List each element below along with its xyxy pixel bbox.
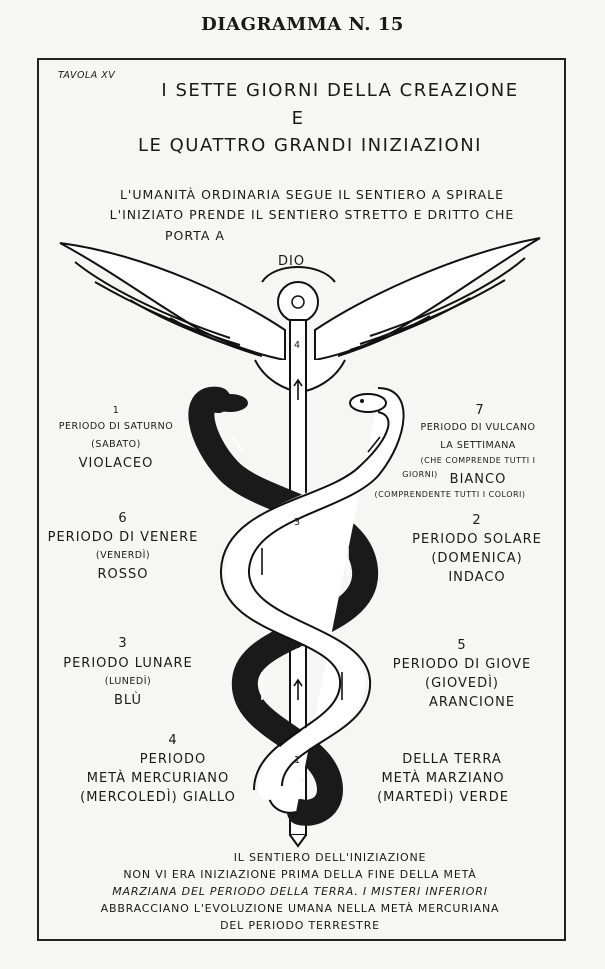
period-6-day: (VENERDÌ) <box>95 550 151 561</box>
intro-line-3: PORTA A <box>165 228 225 243</box>
footer-line-2: MARZIANA DEL PERIODO DELLA TERRA. I MIST… <box>112 885 488 898</box>
dio-label: DIO <box>278 254 306 269</box>
period-1-day: (SABATO) <box>91 439 141 450</box>
left-wing <box>59 242 286 362</box>
staff-number-2: 2 <box>294 640 301 651</box>
intro-line-2: L'INIZIATO PRENDE IL SENTIERO STRETTO E … <box>109 207 515 222</box>
diagram-frame <box>37 58 566 941</box>
period-3-name: PERIODO LUNARE <box>63 656 193 671</box>
title-line-1: I SETTE GIORNI DELLA CREAZIONE <box>161 80 519 101</box>
period-3-number: 3 <box>118 636 128 651</box>
period-4-name: PERIODO <box>139 752 207 767</box>
period-4b-line-3: (MARTEDÌ) VERDE <box>377 790 509 805</box>
period-4b-line-2: METÀ MARZIANO <box>381 771 505 786</box>
period-5-day: (GIOVEDÌ) <box>424 676 500 691</box>
table-label: TAVOLA XV <box>58 70 116 81</box>
right-wing <box>314 237 541 362</box>
staff-number-1: 1 <box>294 755 301 766</box>
footer-title: IL SENTIERO DELL'INIZIAZIONE <box>233 851 427 864</box>
title-line-2: E <box>291 108 305 129</box>
period-3-color: BLÙ <box>113 693 143 708</box>
title-line-3: LE QUATTRO GRANDI INIZIAZIONI <box>138 135 482 156</box>
period-2-color: INDACO <box>448 570 506 585</box>
period-1-number: 1 <box>112 405 120 416</box>
period-4-line-2: METÀ MERCURIANO <box>86 771 230 786</box>
footer-line-3: ABBRACCIANO L'EVOLUZIONE UMANA NELLA MET… <box>100 902 500 915</box>
period-4-line-3: (MERCOLEDÌ) GIALLO <box>80 790 236 805</box>
period-5-name: PERIODO DI GIOVE <box>392 657 532 672</box>
intro-line-1: L'UMANITÀ ORDINARIA SEGUE IL SENTIERO A … <box>119 187 505 202</box>
period-1-name: PERIODO DI SATURNO <box>58 421 174 432</box>
period-7-day: LA SETTIMANA <box>440 440 516 451</box>
period-7-color-2: (COMPRENDENTE TUTTI I COLORI) <box>374 490 526 499</box>
period-6-number: 6 <box>118 511 128 526</box>
period-7-color: BIANCO <box>449 472 507 487</box>
period-7-day-2: (CHE COMPRENDE TUTTI I <box>420 456 536 465</box>
staff-number-3: 3 <box>294 517 301 528</box>
period-7-name: PERIODO DI VULCANO <box>420 422 536 433</box>
period-7-number: 7 <box>475 403 485 418</box>
period-2-name: PERIODO SOLARE <box>412 532 542 547</box>
period-5-number: 5 <box>457 638 467 653</box>
period-1-color: VIOLACEO <box>78 456 154 471</box>
footer-line-1: NON VI ERA INIZIAZIONE PRIMA DELLA FINE … <box>123 868 477 881</box>
period-6-color: ROSSO <box>97 567 149 582</box>
period-2-number: 2 <box>472 513 482 528</box>
staff-number-4: 4 <box>294 340 301 351</box>
footer-line-4: DEL PERIODO TERRESTRE <box>220 919 380 932</box>
period-6-name: PERIODO DI VENERE <box>47 530 199 545</box>
period-7-day-3: GIORNI) <box>402 470 438 479</box>
period-5-color: ARANCIONE <box>428 695 516 710</box>
period-3-day: (LUNEDÌ) <box>104 676 152 687</box>
period-2-day: (DOMENICA) <box>431 551 523 566</box>
period-4b-line-1: DELLA TERRA <box>402 752 502 767</box>
page-header: DIAGRAMMA N. 15 <box>201 14 404 35</box>
period-4-number: 4 <box>168 733 178 748</box>
